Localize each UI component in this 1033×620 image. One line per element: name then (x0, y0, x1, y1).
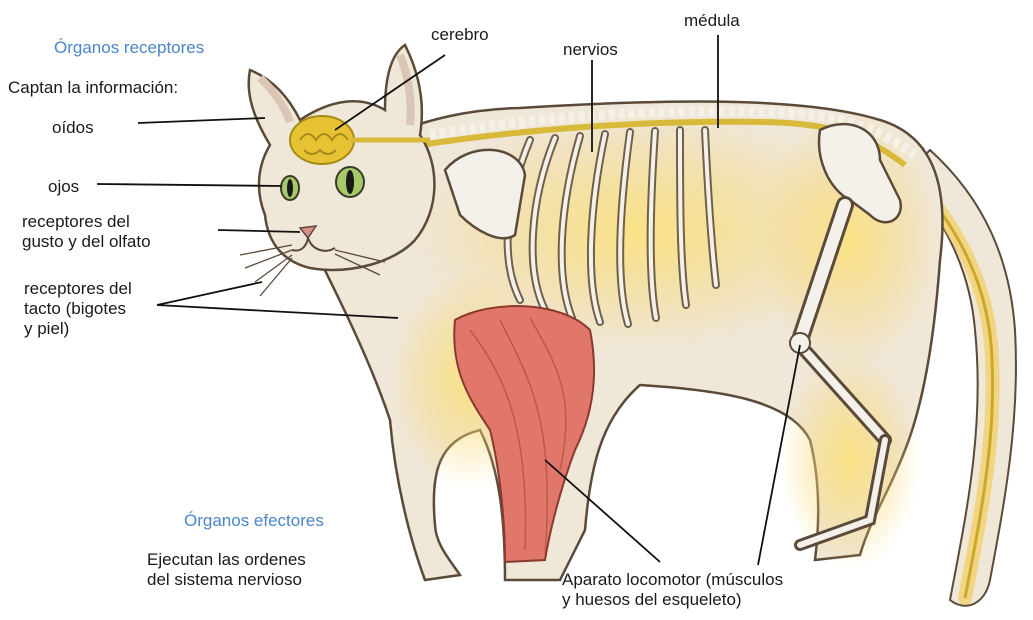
label-aparato-locomotor: Aparato locomotor (músculos y huesos del… (562, 570, 783, 610)
receptors-heading: Órganos receptores (54, 38, 204, 58)
pointer-ojos (97, 184, 282, 186)
label-medula: médula (684, 11, 740, 31)
label-cerebro: cerebro (431, 25, 489, 45)
label-oidos: oídos (52, 118, 94, 138)
label-nervios: nervios (563, 40, 618, 60)
effectors-desc: Ejecutan las ordenes del sistema nervios… (147, 550, 306, 590)
pointer-oidos (138, 118, 265, 123)
label-gusto: receptores del gusto y del olfato (22, 212, 151, 252)
receptors-intro: Captan la información: (8, 78, 178, 98)
pointer-tacto-a (157, 282, 262, 305)
effectors-heading: Órganos efectores (184, 511, 324, 531)
label-tacto: receptores del tacto (bigotes y piel) (24, 279, 132, 339)
label-ojos: ojos (48, 177, 79, 197)
